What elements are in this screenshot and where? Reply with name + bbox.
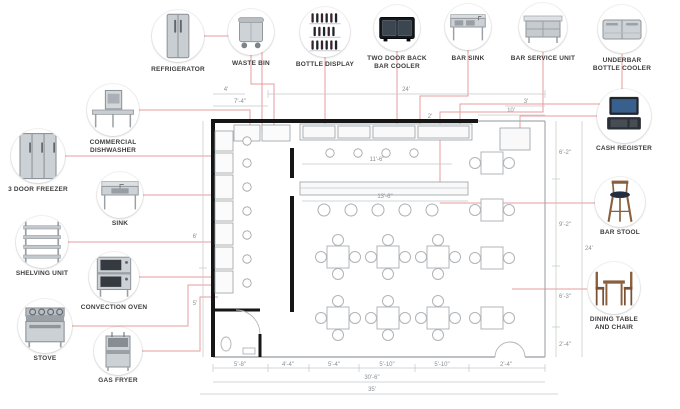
dim-label: 6' — [193, 234, 197, 240]
dim-label: 6'-3" — [559, 294, 571, 300]
callout-shelving-unit — [16, 216, 68, 268]
refrigerator-label: REFRIGERATOR — [151, 66, 205, 73]
dining-table-chair-label: DINING TABLE AND CHAIR — [589, 316, 639, 332]
dim-label: 24' — [402, 87, 410, 93]
dim-label: 24' — [585, 246, 593, 252]
callout-gas-fryer — [94, 327, 142, 375]
callout-refrigerator — [152, 10, 204, 62]
dim-label: 5' — [193, 301, 197, 307]
bar-area — [299, 123, 531, 196]
kitchen-equipment — [214, 124, 291, 294]
dim-label: 2'-4" — [559, 342, 571, 348]
bar-stools — [317, 203, 439, 217]
dim-label: 6'-2" — [559, 150, 571, 156]
dim-label: 3' — [524, 99, 528, 105]
dim-label: 2' — [428, 114, 432, 120]
bar-sink-icon — [450, 14, 486, 41]
callout-commercial-dishwasher — [87, 84, 139, 136]
callout-bar-sink — [445, 4, 491, 50]
sink-label: SINK — [111, 220, 129, 227]
callout-sink — [97, 172, 143, 218]
underbar-bottle-cooler-icon — [602, 19, 642, 40]
bar-service-unit-icon — [523, 15, 563, 43]
bar-service-unit-label: BAR SERVICE UNIT — [510, 55, 576, 62]
callout-bar-service-unit — [519, 3, 567, 51]
callout-cash-register — [597, 89, 651, 143]
three-door-freezer-label: 3 DOOR FREEZER — [8, 186, 68, 193]
dim-label: 5'-10" — [379, 362, 394, 368]
dining-tables — [315, 151, 515, 341]
dim-label: 35' — [368, 387, 376, 393]
gas-fryer-label: GAS FRYER — [98, 377, 138, 384]
callout-bottle-display — [300, 7, 350, 57]
bar-sink-label: BAR SINK — [451, 55, 485, 62]
three-door-freezer-icon — [19, 132, 57, 180]
commercial-dishwasher-icon — [92, 89, 134, 128]
shelving-unit-icon — [23, 221, 61, 263]
dim-label: 10' — [507, 108, 515, 114]
entry-doors — [494, 341, 526, 358]
dim-label: 4'-4" — [282, 362, 294, 368]
underbar-bottle-cooler-label: UNDERBAR BOTTLE COOLER — [592, 57, 652, 73]
dim-label: 5'-8" — [234, 362, 246, 368]
callout-three-door-freezer — [11, 129, 65, 183]
bottle-display-label: BOTTLE DISPLAY — [295, 61, 355, 68]
dim-label: 13'-6" — [377, 194, 392, 200]
restroom — [213, 308, 262, 357]
bar-stool-label: BAR STOOL — [600, 229, 640, 236]
callout-dining-table-chair — [588, 262, 640, 314]
callout-waste-bin — [228, 9, 274, 55]
callout-stove — [18, 299, 72, 353]
shelving-unit-label: SHELVING UNIT — [15, 270, 69, 277]
dining-table-chair-icon — [595, 271, 633, 306]
cash-register-icon — [607, 96, 641, 130]
bottle-display-icon — [309, 13, 341, 52]
cash-register-label: CASH REGISTER — [595, 145, 653, 152]
dim-label: 4' — [224, 87, 228, 93]
dim-label: 5'-4" — [328, 362, 340, 368]
dim-label: 5'-10" — [434, 362, 449, 368]
gas-fryer-icon — [105, 332, 131, 371]
callout-convection-oven — [89, 252, 139, 302]
stove-icon — [25, 307, 65, 348]
callout-bar-stool — [595, 177, 645, 227]
waste-bin-icon — [238, 17, 264, 49]
dim-label: 7'-4" — [234, 99, 246, 105]
dim-label: 30'-6" — [364, 375, 379, 381]
callout-back-bar-cooler — [374, 5, 420, 51]
stove-label: STOVE — [33, 355, 57, 362]
refrigerator-icon — [166, 13, 190, 59]
back-bar-cooler-icon — [379, 16, 415, 42]
commercial-dishwasher-label: COMMERCIAL DISHWASHER — [89, 139, 137, 155]
dim-label: 9'-2" — [559, 222, 571, 228]
bar-stool-icon — [607, 180, 633, 222]
dim-label: 11'-6" — [370, 157, 385, 163]
convection-oven-icon — [96, 256, 132, 297]
convection-oven-label: CONVECTION OVEN — [80, 304, 148, 311]
sink-icon — [101, 181, 139, 210]
dimension-annotations: 24' 4' 7'-4" 3' 10' 2' 11'-6" 13'-6" 6' … — [193, 87, 593, 395]
dim-label: 2'-4" — [500, 362, 512, 368]
back-bar-cooler-label: TWO DOOR BACK BAR COOLER — [367, 55, 427, 71]
waste-bin-label: WASTE BIN — [232, 60, 270, 67]
callout-underbar-bottle-cooler — [598, 5, 646, 53]
